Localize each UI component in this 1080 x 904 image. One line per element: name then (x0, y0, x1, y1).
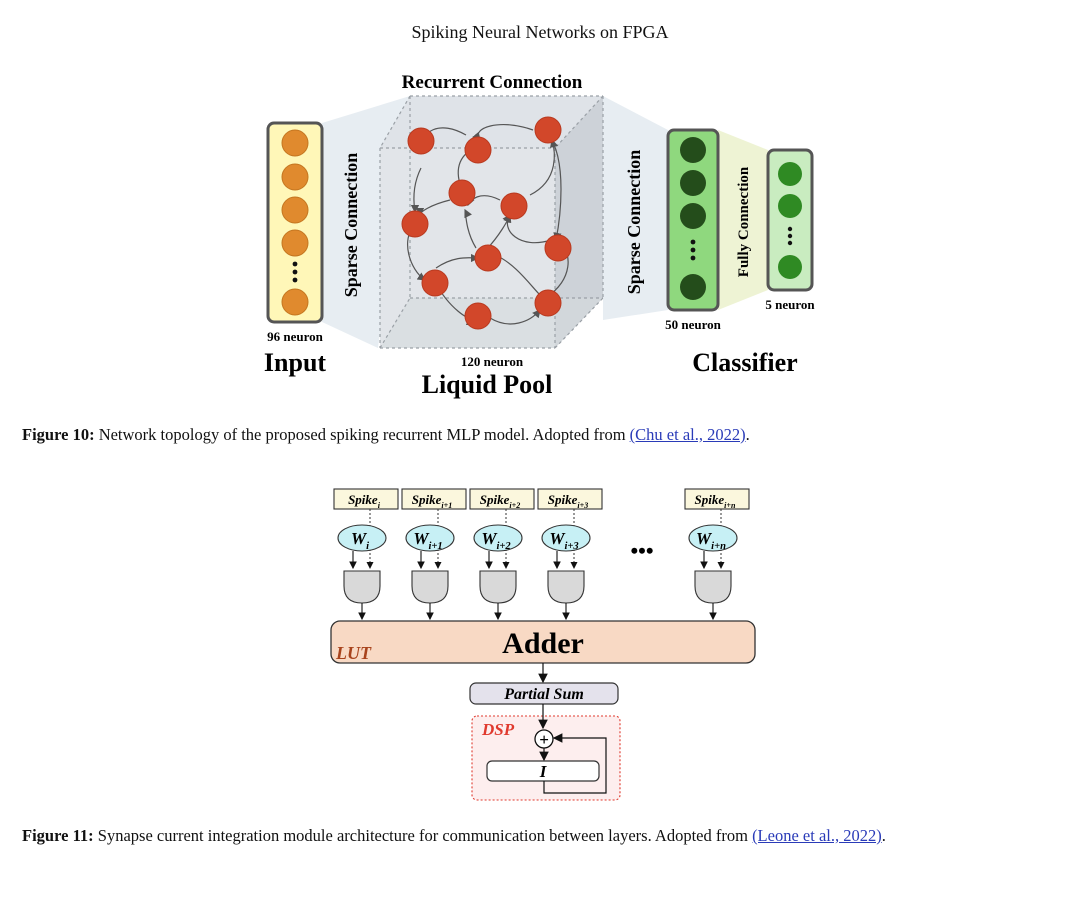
pool-neurons (401, 116, 572, 330)
figure-11-caption: Figure 11: Synapse current integration m… (22, 826, 886, 846)
input-count: 96 neuron (267, 329, 324, 344)
recurrent-connection-label: Recurrent Connection (402, 72, 583, 93)
figure-11-citation-link[interactable]: (Leone et al., 2022) (752, 826, 882, 845)
pool-neuron (448, 179, 476, 207)
classifier-title: Classifier (692, 348, 797, 377)
spike-label: Spikei+1 (412, 492, 452, 510)
pool-neuron (464, 136, 492, 164)
figure-11-caption-end: . (881, 826, 886, 845)
figure-10-caption-text: Network topology of the proposed spiking… (94, 425, 630, 444)
spike-label: Spikei+3 (548, 492, 588, 510)
output-neurons (778, 162, 802, 279)
synapse-column: Spikei+2Wi+2 (469, 488, 535, 621)
pool-neuron (534, 116, 562, 144)
ellipsis-dots: ••• (630, 538, 653, 563)
running-title: Spiking Neural Networks on FPGA (411, 22, 669, 42)
register-block (486, 760, 600, 782)
figure-10-caption-label: Figure 10: (22, 425, 95, 444)
synapse-column: Spikei+1Wi+1 (401, 488, 467, 621)
and-gate (694, 570, 732, 604)
pool-neuron (544, 234, 572, 262)
spike-label: Spikei+n (695, 492, 736, 510)
input-ellipsis (292, 261, 298, 283)
pool-neuron (421, 269, 449, 297)
spike-box (684, 488, 750, 510)
pool-neuron (464, 302, 492, 330)
weight-ellipse (405, 524, 455, 552)
synapse-column: Spikei+nWi+n (684, 488, 750, 621)
plus-symbol: + (539, 730, 549, 749)
weight-label: Wi+1 (413, 529, 442, 552)
adder-label: Adder (502, 627, 584, 660)
pool-title: Liquid Pool (422, 370, 553, 399)
pool-neuron (500, 192, 528, 220)
hidden-ellipsis (690, 239, 696, 261)
and-gate (479, 570, 517, 604)
spike-label: Spikei+2 (480, 492, 520, 510)
hidden-count: 50 neuron (665, 317, 722, 332)
weight-label: Wi+3 (549, 529, 578, 552)
sparse-connection-left-label: Sparse Connection (341, 153, 361, 298)
weight-ellipse (688, 524, 738, 552)
pool-neuron (534, 289, 562, 317)
sparse-connection-right-label: Sparse Connection (624, 150, 644, 295)
fully-connection-band (718, 130, 768, 310)
pool-neuron (407, 127, 435, 155)
register-label: I (539, 762, 548, 781)
synapse-column: Spikei+3Wi+3 (537, 488, 603, 621)
weight-label: Wi (351, 529, 369, 552)
figure-11-diagram: SpikeiWiSpikei+1Wi+1Spikei+2Wi+2Spikei+3… (330, 488, 756, 801)
figure-10-citation-link[interactable]: (Chu et al., 2022) (629, 425, 746, 444)
and-gate (343, 570, 381, 604)
partial-sum-label: Partial Sum (503, 686, 584, 703)
spike-box (469, 488, 535, 510)
figure-10-caption-end: . (745, 425, 750, 444)
dsp-label: DSP (481, 720, 515, 739)
feedback-loop (543, 733, 607, 794)
and-gate (547, 570, 585, 604)
spike-label: Spikei (348, 492, 381, 510)
figure-10-diagram: Recurrent Connection Sparse Connection S… (264, 72, 815, 399)
weight-ellipse (337, 524, 387, 552)
weight-ellipse (473, 524, 523, 552)
and-gate (411, 570, 449, 604)
output-count: 5 neuron (765, 297, 815, 312)
weight-label: Wi+2 (481, 529, 511, 552)
sparse-connection-right-band (603, 96, 668, 320)
figure-11-caption-label: Figure 11: (22, 826, 94, 845)
fully-connection-label: Fully Connection (736, 166, 752, 277)
input-neurons (281, 129, 309, 316)
figure-10-caption: Figure 10: Network topology of the propo… (22, 425, 750, 445)
hidden-neurons (680, 137, 706, 300)
figure-11-caption-text: Synapse current integration module archi… (93, 826, 753, 845)
spike-box (537, 488, 603, 510)
partial-sum-block (469, 682, 619, 705)
weight-ellipse (541, 524, 591, 552)
input-title: Input (264, 348, 326, 377)
lut-label: LUT (335, 643, 372, 663)
pool-count: 120 neuron (461, 354, 524, 369)
spike-box (401, 488, 467, 510)
output-ellipsis (787, 226, 793, 246)
pool-neuron (401, 210, 429, 238)
spike-box (333, 488, 399, 510)
pool-neuron (474, 244, 502, 272)
output-layer-box (766, 148, 814, 292)
weight-label: Wi+n (696, 529, 726, 552)
